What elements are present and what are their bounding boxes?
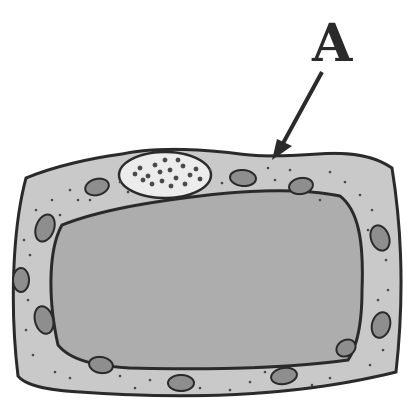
- granule-dot: [89, 199, 92, 202]
- granule-dot: [23, 239, 26, 242]
- chromatin-dot: [146, 174, 151, 179]
- chromatin-dot: [176, 158, 181, 163]
- granule-dot: [35, 209, 38, 212]
- granule-dot: [119, 375, 122, 378]
- granule-dot: [264, 371, 267, 374]
- chromatin-dot: [141, 178, 146, 183]
- granule-dot: [27, 299, 30, 302]
- chloroplast: [13, 268, 29, 292]
- chromatin-dot: [181, 164, 186, 169]
- granule-dot: [54, 371, 57, 374]
- granule-dot: [51, 199, 54, 202]
- granule-dot: [385, 259, 388, 262]
- granule-dot: [149, 379, 152, 382]
- granule-dot: [127, 191, 130, 194]
- chromatin-dot: [150, 182, 155, 187]
- chromatin-dot: [169, 184, 174, 189]
- granule-dot: [134, 387, 137, 390]
- granule-dot: [29, 254, 32, 257]
- chromatin-dot: [158, 170, 163, 175]
- granule-dot: [199, 387, 202, 390]
- chromatin-dot: [163, 158, 168, 163]
- granule-dot: [371, 209, 374, 212]
- nucleus: [119, 152, 211, 198]
- chromatin-dot: [133, 172, 138, 177]
- granule-dot: [289, 169, 292, 172]
- granule-dot: [329, 171, 332, 174]
- granule-dot: [249, 381, 252, 384]
- granule-dot: [311, 384, 314, 387]
- granule-dot: [77, 199, 80, 202]
- granule-dot: [69, 189, 72, 192]
- chromatin-dot: [198, 177, 203, 182]
- chromatin-dot: [183, 182, 188, 187]
- chromatin-dot: [168, 168, 173, 173]
- granule-dot: [382, 349, 385, 352]
- label-a: A: [311, 13, 353, 74]
- chromatin-dot: [138, 166, 143, 171]
- chromatin-dot: [153, 163, 158, 168]
- granule-dot: [377, 299, 380, 302]
- granule-dot: [32, 354, 35, 357]
- central-vacuole: [51, 191, 362, 369]
- granule-dot: [367, 229, 370, 232]
- chloroplast: [168, 375, 194, 391]
- granule-dot: [267, 167, 270, 170]
- chromatin-dot: [174, 176, 179, 181]
- granule-dot: [69, 377, 72, 380]
- chromatin-dot: [160, 179, 165, 184]
- granule-dot: [387, 289, 390, 292]
- granule-dot: [209, 169, 212, 172]
- arrow-icon: [272, 72, 322, 160]
- granule-dot: [319, 199, 322, 202]
- chromatin-dot: [194, 167, 199, 172]
- granule-dot: [329, 377, 332, 380]
- granule-dot: [119, 181, 122, 184]
- granule-dot: [229, 389, 232, 392]
- granule-dot: [369, 364, 372, 367]
- granule-dot: [359, 194, 362, 197]
- chromatin-dot: [188, 173, 193, 178]
- granule-dot: [221, 182, 224, 185]
- granule-dot: [59, 214, 62, 217]
- granule-dot: [274, 179, 277, 182]
- granule-dot: [344, 181, 347, 184]
- granule-dot: [25, 329, 28, 332]
